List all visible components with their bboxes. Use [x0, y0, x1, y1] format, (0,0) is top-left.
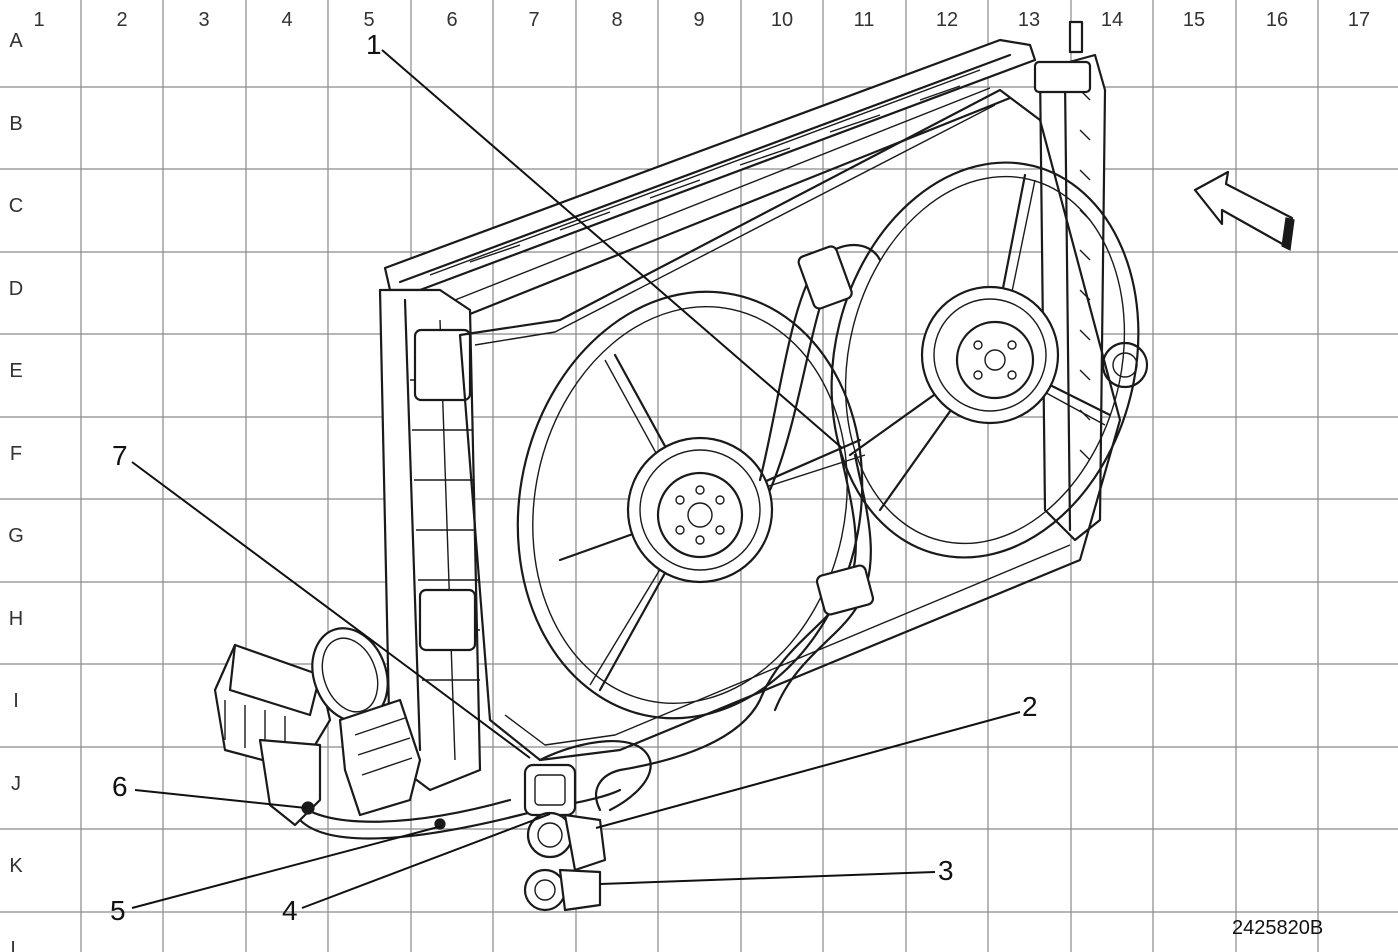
grid-column-label: 17 [1348, 9, 1370, 31]
grid-column-label: 1 [33, 9, 44, 31]
grid-column-label: 16 [1266, 9, 1288, 31]
connector-cluster [301, 763, 607, 912]
callout-4: 4 [282, 895, 298, 926]
callout-6: 6 [112, 771, 128, 802]
front-direction-arrow-icon [1193, 170, 1295, 251]
callout-2: 2 [1022, 691, 1038, 722]
callout-6-leader [134, 789, 307, 809]
grid-row-label: F [10, 443, 22, 465]
grid-column-label: 2 [116, 9, 127, 31]
callout-leaders [131, 49, 1021, 909]
fan-wiring-harness [594, 244, 882, 812]
callout-2-leader [595, 711, 1021, 829]
callout-7: 7 [112, 440, 128, 471]
grid-column-label: 12 [936, 9, 958, 31]
callout-1: 1 [366, 29, 382, 60]
figure-id: 2425820B [1232, 917, 1323, 939]
callout-labels: 1 2 3 4 5 6 7 [110, 29, 1038, 926]
grid-column-label: 14 [1101, 9, 1123, 31]
grid-row-label: C [9, 195, 23, 217]
grid-row-label: E [9, 360, 22, 382]
grid-column-label: 6 [446, 9, 457, 31]
harness-connector-left [338, 698, 422, 817]
grid-column-label: 15 [1183, 9, 1205, 31]
callout-4-leader [301, 813, 551, 909]
grid-row-label: D [9, 278, 23, 300]
grid-column-label: 3 [198, 9, 209, 31]
callout-7-leader [131, 461, 531, 759]
callout-3-leader [599, 871, 936, 885]
grid-column-label: 10 [771, 9, 793, 31]
callout-3: 3 [938, 855, 954, 886]
grid-column-label: 7 [528, 9, 539, 31]
grid-column-label: 4 [281, 9, 292, 31]
grid-column-label: 13 [1018, 9, 1040, 31]
grid-row-label: L [10, 938, 21, 952]
grid-column-label: 8 [611, 9, 622, 31]
callout-5: 5 [110, 895, 126, 926]
right-fan-assembly [830, 161, 1140, 559]
grid-row-label: B [9, 113, 22, 135]
grid-row-labels: A B C D E F G H I J K L [8, 30, 24, 952]
grid-row-label: J [11, 773, 21, 795]
grid-column-label: 5 [363, 9, 374, 31]
grid-column-label: 9 [693, 9, 704, 31]
radiator-right-tank [1033, 20, 1149, 542]
grid-column-label: 11 [854, 9, 875, 31]
left-fan-assembly [516, 290, 866, 720]
radiator-upper-rail [383, 38, 1037, 322]
grid-row-label: G [8, 525, 24, 547]
grid-row-label: K [9, 855, 23, 877]
grid-row-label: A [9, 30, 23, 52]
callout-5-leader [131, 825, 443, 909]
fan-shroud-frame [458, 88, 1122, 762]
cooling-fan-module-drawing [213, 20, 1295, 912]
grid-row-label: I [13, 690, 19, 712]
grid-row-label: H [9, 608, 23, 630]
callout-1-leader [381, 49, 843, 449]
